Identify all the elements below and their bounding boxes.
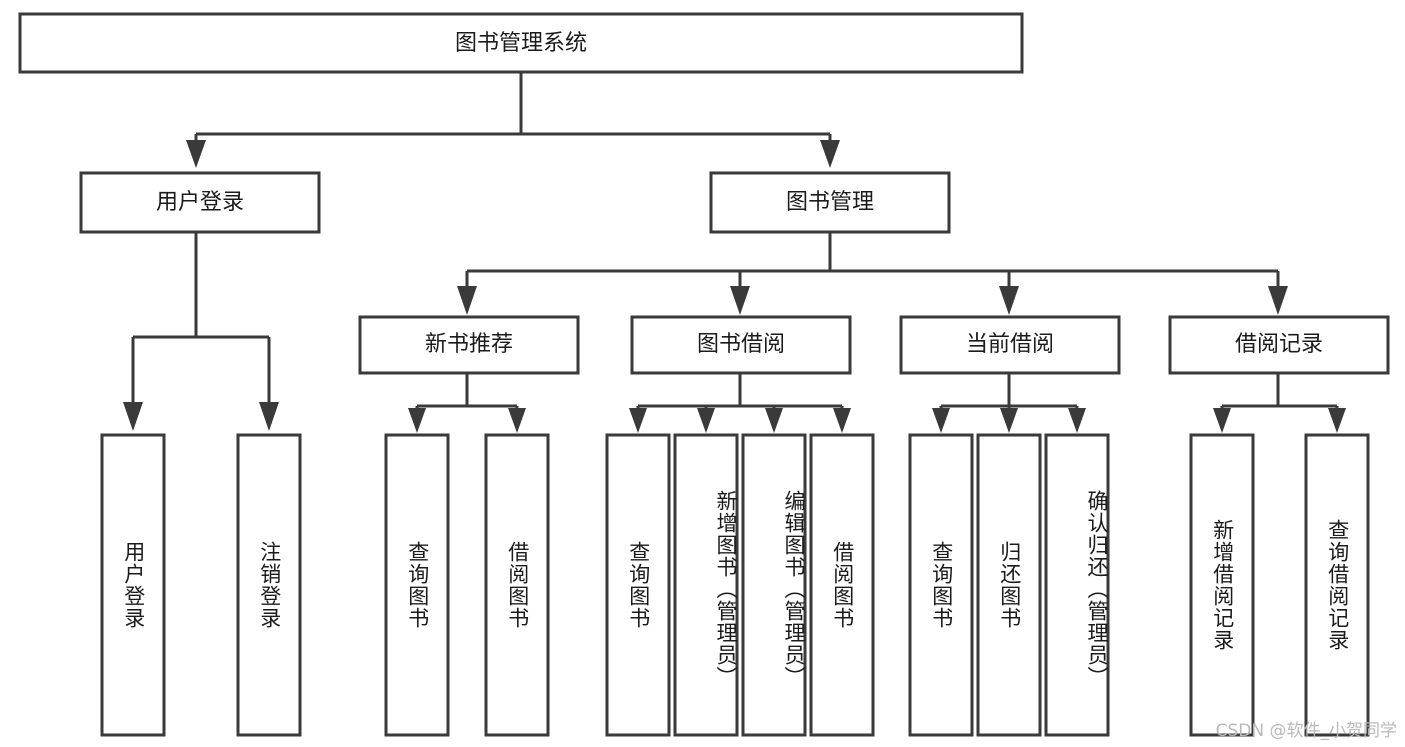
node-book-manage[interactable]: 图书管理 bbox=[709, 171, 951, 234]
arrow-book-manage-c2 bbox=[999, 286, 1019, 315]
leaf-box-newbook-1[interactable] bbox=[484, 433, 550, 737]
leaf-box-currentborrow-2[interactable] bbox=[1044, 433, 1110, 737]
arrow-newbook-leaf-1 bbox=[508, 408, 526, 433]
arrow-bookborrow-leaf-1 bbox=[697, 408, 715, 433]
leaf-box-bookborrow-3[interactable] bbox=[809, 433, 875, 737]
node-user-login-label: 用户登录 bbox=[156, 190, 244, 215]
node-book-borrow-box[interactable] bbox=[630, 315, 852, 375]
node-user-login[interactable]: 用户登录 bbox=[79, 171, 321, 234]
node-book-manage-label: 图书管理 bbox=[786, 190, 874, 215]
node-new-book-recommend[interactable]: 新书推荐 bbox=[358, 315, 580, 375]
node-borrow-record-label: 借阅记录 bbox=[1235, 332, 1323, 357]
leaf-box-bookborrow-1[interactable] bbox=[673, 433, 739, 737]
leaf-box-currentborrow-0[interactable] bbox=[908, 433, 974, 737]
node-book-borrow-label: 图书借阅 bbox=[697, 332, 785, 357]
node-new-book-recommend-label: 新书推荐 bbox=[425, 332, 513, 357]
node-borrow-record-box[interactable] bbox=[1168, 315, 1390, 375]
leaf-box-borrowrecord-1[interactable] bbox=[1304, 433, 1370, 737]
arrow-newbook-leaf-0 bbox=[408, 408, 426, 433]
node-root-label: 图书管理系统 bbox=[455, 31, 587, 56]
arrow-book-manage-c1 bbox=[730, 286, 750, 315]
node-current-borrow[interactable]: 当前借阅 bbox=[899, 315, 1121, 375]
arrow-borrowrecord-leaf-0 bbox=[1213, 408, 1231, 433]
node-user-login-box[interactable] bbox=[79, 171, 321, 234]
arrow-currentborrow-leaf-0 bbox=[932, 408, 950, 433]
arrow-currentborrow-leaf-2 bbox=[1068, 408, 1086, 433]
node-borrow-record[interactable]: 借阅记录 bbox=[1168, 315, 1390, 375]
arrow-user-login-leaf-1 bbox=[259, 402, 279, 431]
watermark-text: CSDN @软件_小贺同学 bbox=[1215, 721, 1397, 741]
arrow-bookborrow-leaf-0 bbox=[629, 408, 647, 433]
node-book-manage-box[interactable] bbox=[709, 171, 951, 234]
leaf-box-borrowrecord-0[interactable] bbox=[1189, 433, 1255, 737]
arrow-borrowrecord-leaf-1 bbox=[1328, 408, 1346, 433]
arrow-bookborrow-leaf-3 bbox=[833, 408, 851, 433]
leaf-box-user-login-0[interactable] bbox=[100, 433, 166, 737]
arrow-to-book-manage bbox=[820, 140, 840, 168]
node-root[interactable]: 图书管理系统 bbox=[18, 12, 1024, 74]
leaf-box-currentborrow-1[interactable] bbox=[976, 433, 1042, 737]
node-root-box[interactable] bbox=[18, 12, 1024, 74]
arrow-user-login-leaf-0 bbox=[123, 402, 143, 431]
leaf-box-bookborrow-0[interactable] bbox=[605, 433, 671, 737]
connector-group bbox=[123, 72, 1346, 433]
node-book-borrow[interactable]: 图书借阅 bbox=[630, 315, 852, 375]
arrow-to-user-login bbox=[186, 140, 206, 168]
node-current-borrow-label: 当前借阅 bbox=[966, 332, 1054, 357]
arrow-book-manage-c0 bbox=[457, 286, 477, 315]
node-current-borrow-box[interactable] bbox=[899, 315, 1121, 375]
arrow-book-manage-c3 bbox=[1268, 286, 1288, 315]
leaf-box-bookborrow-2[interactable] bbox=[741, 433, 807, 737]
arrow-bookborrow-leaf-2 bbox=[765, 408, 783, 433]
leaf-box-newbook-0[interactable] bbox=[384, 433, 450, 737]
arrow-currentborrow-leaf-1 bbox=[1000, 408, 1018, 433]
leaf-box-user-login-1[interactable] bbox=[236, 433, 302, 737]
node-new-book-recommend-box[interactable] bbox=[358, 315, 580, 375]
